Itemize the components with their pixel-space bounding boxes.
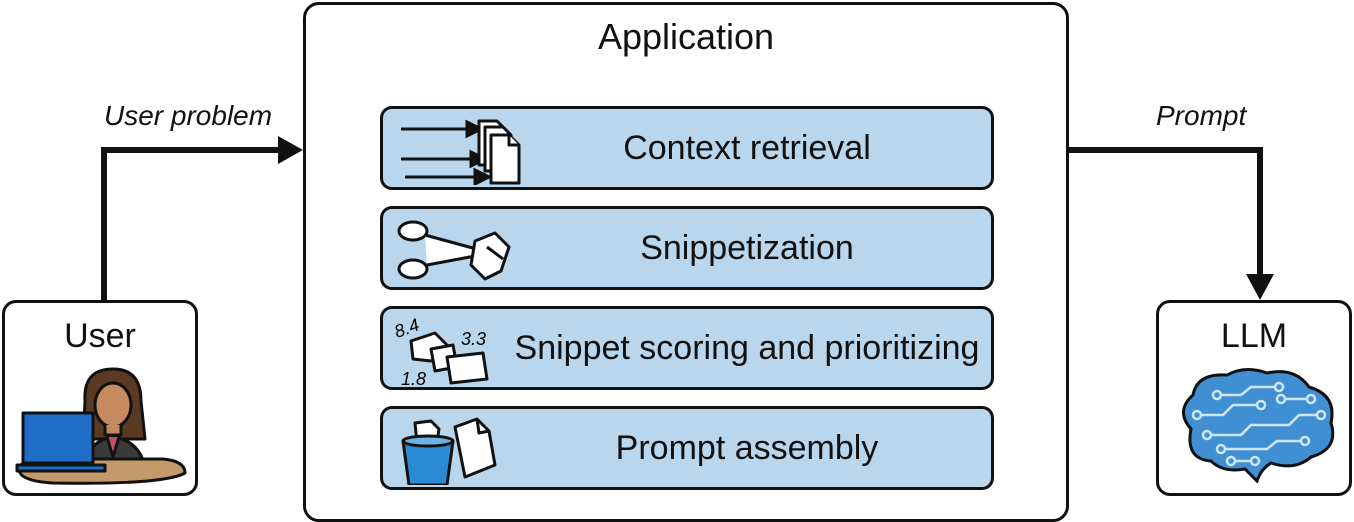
bucket-documents-icon — [401, 417, 497, 485]
documents-arrows-icon — [401, 119, 521, 185]
person-at-laptop-icon — [15, 367, 187, 485]
step-snippetization: Snippetization — [380, 206, 994, 290]
user-to-app-arrow — [101, 147, 282, 300]
step-label: Snippet scoring and prioritizing — [514, 328, 980, 367]
app-to-llm-arrowhead — [1246, 274, 1274, 300]
user-problem-label: User problem — [104, 100, 273, 131]
step-context-retrieval: Context retrieval — [380, 106, 994, 190]
user-box: User — [2, 300, 198, 496]
user-title: User — [64, 317, 136, 355]
step-label: Snippetization — [640, 228, 854, 267]
connector-layer — [101, 136, 1274, 300]
scored-snippets-icon: 8.4 3.3 1.8 — [391, 315, 489, 385]
step-prompt-assembly: Prompt assembly — [380, 406, 994, 490]
step-label: Context retrieval — [623, 128, 871, 167]
application-title: Application — [597, 16, 775, 57]
step-label: Prompt assembly — [615, 428, 879, 467]
brain-circuit-icon — [1182, 368, 1335, 483]
app-to-llm-arrow — [1069, 147, 1263, 278]
score-low: 1.8 — [401, 369, 426, 385]
prompt-edge-label: Prompt — [1156, 100, 1247, 131]
score-mid: 3.3 — [461, 329, 486, 349]
step-snippet-scoring: 8.4 3.3 1.8 Snippet scoring and prioriti… — [380, 306, 994, 390]
scissors-icon — [397, 220, 511, 281]
llm-box: LLM — [1156, 300, 1352, 496]
user-to-app-arrowhead — [278, 136, 303, 164]
llm-title: LLM — [1220, 317, 1288, 355]
